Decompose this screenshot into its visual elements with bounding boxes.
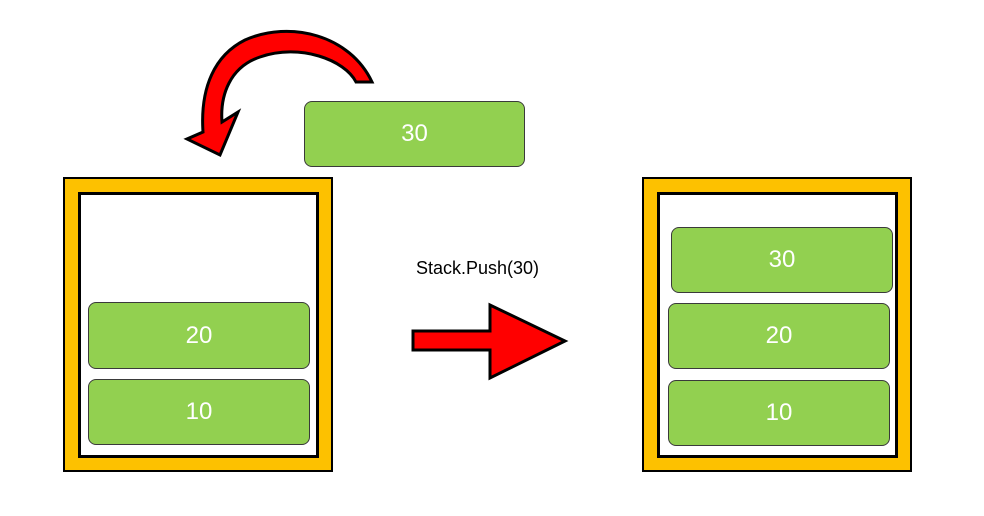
right-arrow-icon bbox=[411, 302, 569, 381]
stack-after-container: 30 20 10 bbox=[657, 192, 898, 458]
stack-after: 30 20 10 bbox=[642, 177, 912, 472]
operation-label: Stack.Push(30) bbox=[416, 258, 540, 278]
stack-before-container: 20 10 bbox=[78, 192, 319, 458]
incoming-item: 30 bbox=[304, 101, 525, 167]
stack-before: 20 10 bbox=[63, 177, 333, 472]
stack-after-item-middle: 20 bbox=[668, 303, 890, 369]
stack-before-item-top: 20 bbox=[88, 302, 310, 369]
curved-arrow-icon bbox=[183, 29, 375, 158]
stack-before-item-bottom: 10 bbox=[88, 379, 310, 445]
stack-after-item-bottom: 10 bbox=[668, 380, 890, 446]
stack-after-item-top: 30 bbox=[671, 227, 893, 293]
